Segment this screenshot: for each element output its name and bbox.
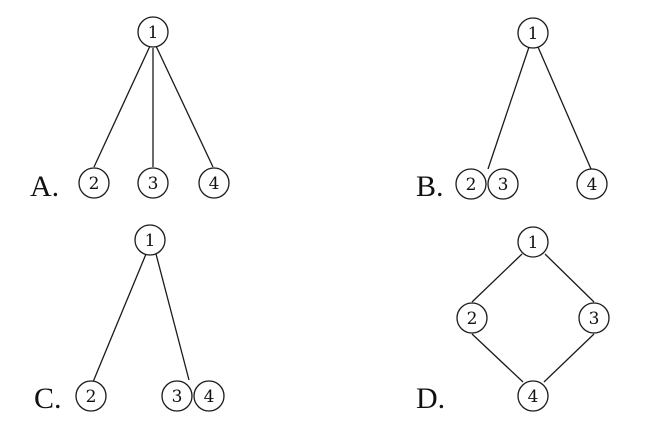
node-label: 1 [148,23,159,43]
node-label: 4 [528,387,539,407]
node-c-3: 3 [161,380,193,412]
node-label: 3 [172,387,183,407]
option-b: B. 1 2 3 4 [416,17,608,203]
edge-d-1-3 [544,253,595,303]
edge-a-1-2 [93,45,151,168]
option-label-b: B. [416,170,444,203]
node-d-4: 4 [517,380,549,412]
edge-a-1-4 [155,45,214,168]
node-a-2: 2 [78,167,110,199]
option-a: A. 1 2 3 4 [30,16,230,203]
node-label: 2 [89,174,100,194]
edge-d-3-4 [543,333,595,383]
option-c: C. 1 2 3 4 [34,224,225,415]
edge-c-1-2 [92,253,147,383]
node-label: 1 [145,231,156,251]
node-label: 4 [204,387,215,407]
node-a-1: 1 [137,16,169,48]
node-a-3: 3 [137,167,169,199]
node-b-2: 2 [455,168,487,200]
node-label: 3 [589,309,600,329]
node-a-4: 4 [198,167,230,199]
node-d-3: 3 [578,302,610,334]
node-d-1: 1 [517,226,549,258]
node-label: 2 [466,175,477,195]
option-d: D. 1 2 3 4 [416,226,610,415]
node-label: 4 [209,174,220,194]
node-b-4: 4 [576,168,608,200]
node-c-1: 1 [134,224,166,256]
node-label: 1 [528,233,539,253]
edge-c-1-3 [155,253,190,381]
node-b-1: 1 [517,17,549,49]
edge-d-1-2 [471,253,523,303]
node-label: 3 [498,175,509,195]
node-label: 2 [86,387,97,407]
option-label-a: A. [30,170,59,203]
node-label: 1 [528,24,539,44]
node-c-4: 4 [193,380,225,412]
node-d-2: 2 [456,302,488,334]
edge-b-1-4 [537,46,592,170]
node-label: 4 [587,175,598,195]
node-label: 3 [148,174,159,194]
option-label-c: C. [34,382,62,415]
edge-d-2-4 [471,333,524,383]
node-b-3: 3 [487,168,519,200]
edge-b-1-2 [487,46,530,170]
option-label-d: D. [416,382,445,415]
node-label: 2 [467,309,478,329]
node-c-2: 2 [75,380,107,412]
